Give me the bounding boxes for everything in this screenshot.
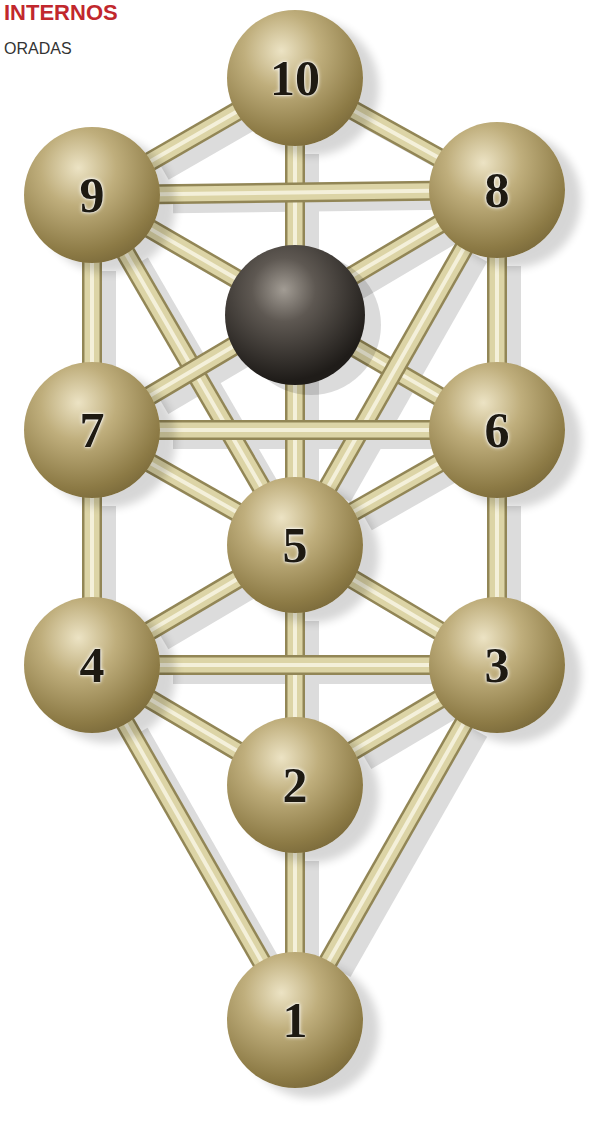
heading-subtitle: ORADAS <box>4 40 72 58</box>
path-highlight <box>90 261 94 364</box>
tree-path <box>158 665 431 666</box>
path-outline <box>82 496 102 599</box>
path-outline <box>353 110 440 158</box>
tree-path <box>497 256 498 364</box>
path-body <box>85 496 100 599</box>
sphere-number: 1 <box>283 995 308 1045</box>
tree-path <box>353 110 440 158</box>
sphere-number: 4 <box>80 640 105 690</box>
path-highlight <box>352 463 439 513</box>
path-outline <box>149 579 238 632</box>
dark-sphere <box>225 245 365 385</box>
tree-path <box>149 699 238 752</box>
path-highlight <box>158 428 431 432</box>
path-highlight <box>352 699 441 752</box>
path-highlight <box>149 224 440 397</box>
path-body <box>149 699 238 752</box>
path-outline <box>158 420 431 440</box>
path-highlight <box>293 851 297 954</box>
tree-path <box>149 111 238 162</box>
path-outline <box>149 463 237 513</box>
sphere-number: 2 <box>283 760 308 810</box>
path-highlight <box>149 579 238 632</box>
path-highlight <box>90 496 94 599</box>
path-body <box>149 463 237 513</box>
tree-path <box>92 496 93 599</box>
path-body <box>149 111 238 162</box>
sephira-sphere: 2 <box>227 717 363 853</box>
path-highlight <box>352 579 441 632</box>
path-body <box>288 851 303 954</box>
page-heading: INTERNOS <box>4 0 118 26</box>
sephira-sphere: 9 <box>24 127 160 263</box>
tree-path <box>352 463 439 513</box>
path-highlight <box>149 699 238 752</box>
tree-path <box>497 496 498 599</box>
path-outline <box>487 496 507 599</box>
path-body <box>490 496 505 599</box>
sephira-sphere: 8 <box>429 122 565 258</box>
path-outline <box>82 261 102 364</box>
sephira-sphere: 4 <box>24 597 160 733</box>
sphere-number: 9 <box>80 170 105 220</box>
path-outline <box>149 699 238 752</box>
path-highlight <box>149 111 238 162</box>
path-body <box>352 579 441 632</box>
path-body <box>352 463 439 513</box>
path-highlight <box>158 191 431 194</box>
sphere-number: 3 <box>485 640 510 690</box>
path-outline <box>158 191 431 194</box>
path-outline <box>487 256 507 364</box>
path-body <box>353 110 440 158</box>
sephira-sphere: 7 <box>24 362 160 498</box>
sephira-sphere: 1 <box>227 952 363 1088</box>
tree-path <box>149 579 238 632</box>
tree-path <box>295 851 296 954</box>
path-outline <box>352 463 439 513</box>
tree-path <box>92 261 93 364</box>
tree-path <box>149 463 237 513</box>
path-highlight <box>158 663 431 667</box>
sphere-number: 8 <box>485 165 510 215</box>
path-outline <box>149 111 238 162</box>
sephira-sphere: 3 <box>429 597 565 733</box>
path-body <box>149 224 440 397</box>
path-highlight <box>353 110 440 158</box>
tree-path <box>158 430 431 431</box>
path-body <box>490 256 505 364</box>
sphere-number: 5 <box>283 520 308 570</box>
path-outline <box>158 655 431 675</box>
path-body <box>158 658 431 673</box>
sphere-number: 7 <box>80 405 105 455</box>
sephira-sphere: 10 <box>227 10 363 146</box>
sphere-number: 6 <box>485 405 510 455</box>
tree-path <box>149 224 440 397</box>
tree-path <box>352 579 441 632</box>
path-highlight <box>495 256 499 364</box>
path-body <box>158 423 431 438</box>
sephira-sphere: 5 <box>227 477 363 613</box>
path-outline <box>285 851 305 954</box>
path-highlight <box>149 463 237 513</box>
path-shadow <box>343 732 480 972</box>
path-body <box>158 191 431 194</box>
path-body <box>149 579 238 632</box>
path-outline <box>352 699 441 752</box>
path-body <box>352 699 441 752</box>
sephira-sphere: 6 <box>429 362 565 498</box>
path-outline <box>352 579 441 632</box>
path-highlight <box>495 496 499 599</box>
tree-path <box>158 191 431 194</box>
path-outline <box>149 224 440 397</box>
sphere-number: 10 <box>270 53 320 103</box>
tree-path <box>352 699 441 752</box>
path-body <box>85 261 100 364</box>
